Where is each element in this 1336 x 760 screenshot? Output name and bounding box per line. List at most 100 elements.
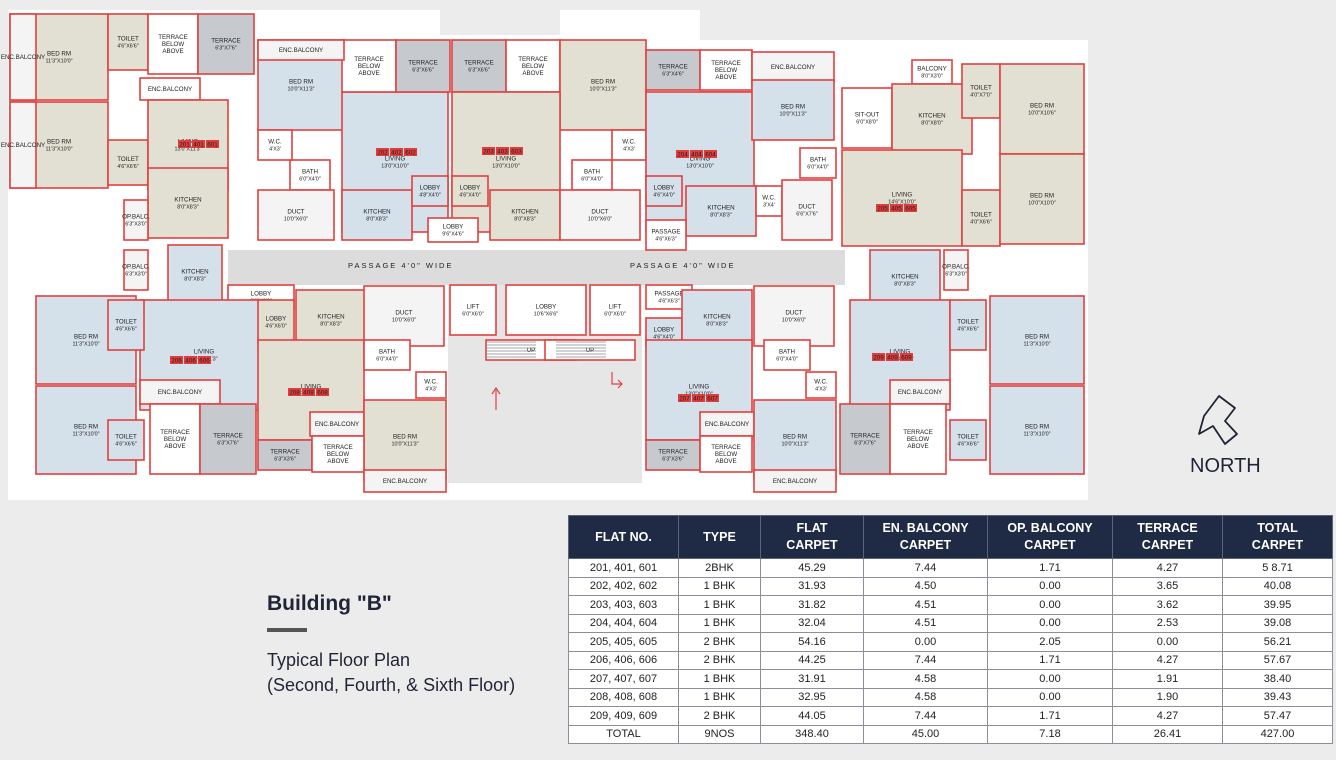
room-label: TOILET (970, 212, 992, 219)
flat-tag: 206 (171, 357, 182, 364)
flat-tag: 602 (405, 149, 416, 156)
room-outline (107, 139, 149, 186)
room-size: 11'3"X10'0" (1023, 341, 1050, 347)
room-size: 6'0"X4'0" (807, 164, 829, 170)
flat-tag: 403 (497, 148, 508, 155)
room-label: BED RM (783, 434, 807, 441)
room-label: ENC.BALCONY (1, 142, 45, 149)
room-label: LOBBY (654, 185, 675, 192)
flat-tag-box (904, 204, 917, 212)
table-cell: 207, 407, 607 (568, 669, 679, 689)
room-label: ENC.BALCONY (383, 478, 427, 485)
room-label: ABOVE (327, 458, 348, 465)
room-outline (257, 189, 335, 241)
room-label: KITCHEN (703, 314, 730, 321)
room-size: 13'0"X11'3" (174, 146, 201, 152)
table-cell: 0.00 (987, 687, 1113, 707)
room-enc-balcony: ENC.BALCONY (363, 469, 447, 493)
table-cell: 0.00 (987, 595, 1113, 615)
table-cell: 2.53 (1112, 613, 1223, 633)
room-size: 10'0"X11'3" (391, 441, 418, 447)
table-cell: 44.25 (760, 650, 864, 670)
room-op-balcony: OP.BALC.6'3"X3'0" (122, 249, 150, 291)
header-text: TYPE (703, 529, 736, 544)
flat-tag-box (706, 394, 719, 402)
table-cell: 31.91 (760, 669, 864, 689)
room-label: KITCHEN (707, 205, 734, 212)
room-label: DUCT (785, 310, 802, 317)
flat-tag: 202 (377, 149, 388, 156)
flat-tag-box (376, 148, 389, 156)
room-label: PASSAGE (654, 291, 683, 298)
room-outline (505, 39, 561, 93)
table-cell: 7.44 (863, 706, 988, 726)
flat-tag-box (678, 394, 691, 402)
room-size: 8'0"X8'0" (921, 120, 943, 126)
room-label: BED RM (393, 434, 417, 441)
room-enc-balcony: ENC.BALCONY (699, 411, 755, 437)
room-label: TERRACE (711, 444, 741, 451)
room-label: LIVING (890, 349, 910, 356)
flat-tag: 203 (483, 148, 494, 155)
room-label: DUCT (591, 209, 608, 216)
room-size: 10'0"X6'0" (782, 317, 807, 323)
room-label: TOILET (117, 36, 139, 43)
room-label: ENC.BALCONY (279, 47, 323, 54)
room-enc-balcony: ENC.BALCONY (1, 13, 45, 101)
flat-tag-box (692, 394, 705, 402)
flat-tag: 609 (901, 354, 912, 361)
room-size: 3'X4' (763, 202, 775, 208)
room-outline (949, 299, 987, 351)
flat-tag-box (170, 356, 183, 364)
header-text: CARPET (786, 538, 838, 552)
room-op-balcony: OP.BALC.6'3"X3'0" (122, 199, 150, 241)
room-outline (199, 403, 257, 475)
flat-tag-box (302, 388, 315, 396)
header-text: EN. BALCONY (882, 521, 969, 535)
room-label: TERRACE (518, 56, 548, 63)
room-label: TERRACE (464, 60, 494, 67)
room-label: KITCHEN (918, 113, 945, 120)
flat-tag: 405 (891, 205, 902, 212)
room-label: BATH (779, 349, 795, 356)
table-cell: 39.08 (1222, 613, 1333, 633)
table-cell: 3.65 (1112, 576, 1223, 596)
flat-tag: 603 (511, 148, 522, 155)
table-cell: 45.00 (863, 724, 988, 744)
room-label: ABOVE (358, 70, 379, 77)
table-cell: 4.27 (1112, 650, 1223, 670)
room-size: 14'6"X10'0" (888, 199, 916, 205)
room-label: BELOW (907, 436, 930, 443)
room-label: OP.BALC. (942, 264, 970, 271)
room-size: 4'6"X6'6" (115, 326, 137, 332)
room-size: 8'0"X8'3" (320, 321, 342, 327)
room-label: LOBBY (460, 185, 481, 192)
flat-tag-box (198, 356, 211, 364)
room-size: 9'6"X4'6" (442, 231, 464, 237)
room-label: LOBBY (536, 304, 557, 311)
header-text: OP. BALCONY (1007, 521, 1093, 535)
flat-tag-box (178, 140, 191, 148)
room-label: LOBBY (266, 316, 287, 323)
flat-tag: 402 (391, 149, 402, 156)
room-label: TOILET (970, 85, 992, 92)
header-text: CARPET (1251, 538, 1304, 552)
room-label: BED RM (1025, 334, 1049, 341)
room-size: 10'0"X10'0" (1028, 200, 1056, 206)
flat-tag-box (316, 388, 329, 396)
room-label: KITCHEN (317, 314, 344, 321)
table-cell: 0.00 (987, 613, 1113, 633)
